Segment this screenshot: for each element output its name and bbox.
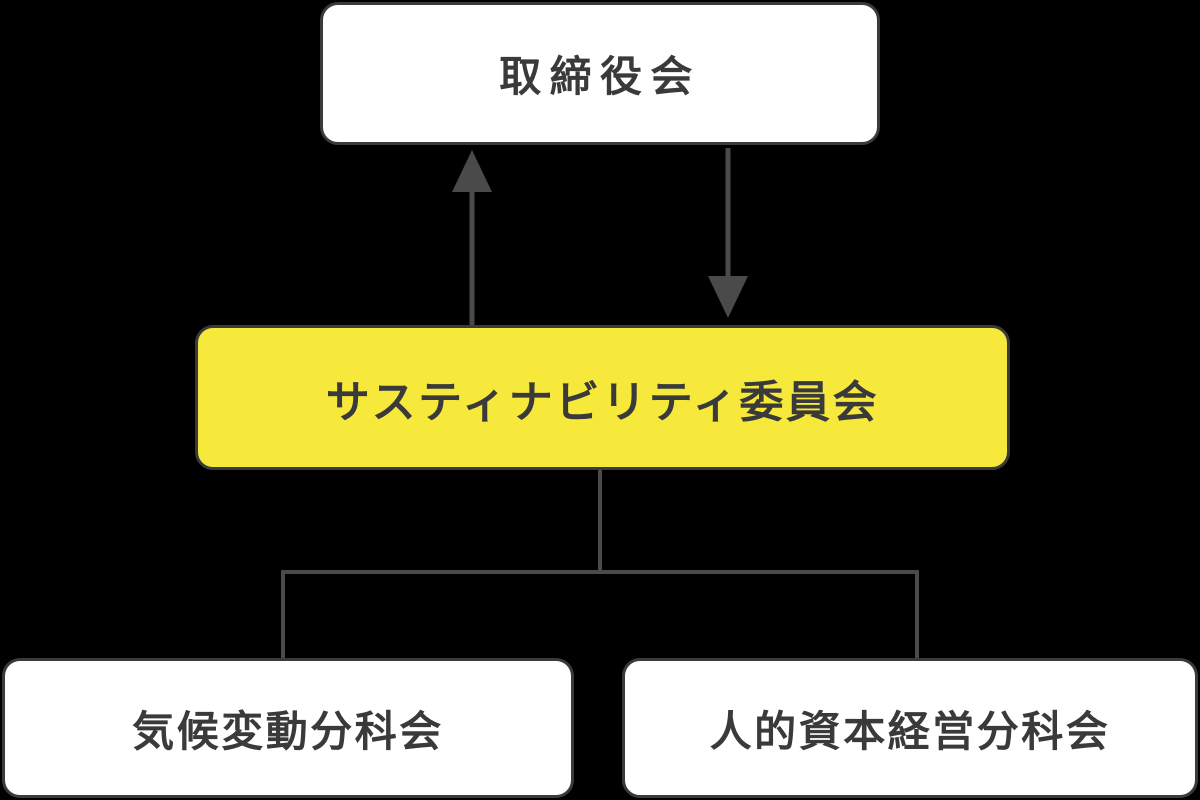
node-board-label: 取締役会 (499, 53, 701, 100)
node-board-of-directors: 取締役会 (320, 2, 880, 145)
node-human-capital-label: 人的資本経営分科会 (709, 707, 1111, 755)
node-climate-subcommittee: 気候変動分科会 (2, 658, 574, 798)
tree-connector (281, 470, 919, 662)
arrow-up (452, 150, 492, 330)
node-sustainability-committee: サスティナビリティ委員会 (195, 325, 1010, 470)
arrow-down (708, 148, 748, 318)
node-committee-label: サスティナビリティ委員会 (325, 377, 880, 427)
node-climate-label: 気候変動分科会 (132, 707, 444, 755)
node-human-capital-subcommittee: 人的資本経営分科会 (622, 658, 1198, 798)
